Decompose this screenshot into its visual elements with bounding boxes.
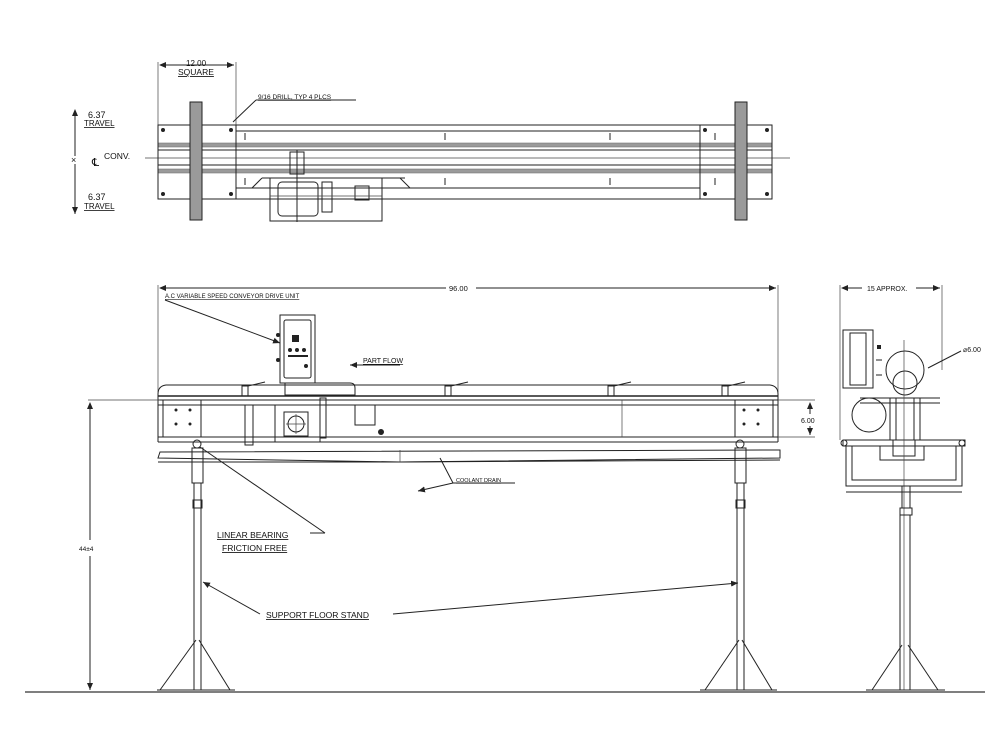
travel-bottom-label: TRAVEL — [84, 202, 115, 211]
drive-motor-top — [269, 150, 383, 222]
travel-top-label: TRAVEL — [84, 119, 115, 128]
support-stand-label: SUPPORT FLOOR STAND — [266, 610, 369, 620]
coolant-drain-label: COOLANT DRAIN — [456, 478, 501, 484]
linear-bearing-label-1: LINEAR BEARING — [217, 530, 288, 540]
pulley-diameter-dim: ⌀6.00 — [963, 347, 981, 354]
belt-height-dim: 6.00 — [801, 418, 815, 425]
end-width-dim: 15 APPROX. — [867, 286, 908, 293]
end-view — [839, 285, 966, 691]
drive-unit-label: A.C VARIABLE SPEED CONVEYOR DRIVE UNIT — [165, 294, 300, 300]
drill-note: 9/16 DRILL, TYP 4 PLCS — [258, 94, 332, 101]
dim-square-value: 12.00 — [186, 59, 207, 68]
drive-control-box — [276, 314, 316, 384]
dim-square-label: SQUARE — [178, 67, 214, 77]
overall-length-dim: 96.00 — [449, 284, 468, 293]
support-floor-stand-right — [700, 439, 777, 691]
part-flow-label: PART FLOW — [363, 358, 403, 365]
front-elevation — [87, 285, 815, 691]
centerline-label: CONV. — [104, 151, 130, 161]
top-view: × — [71, 62, 790, 222]
height-dim: 44±4 — [79, 546, 94, 553]
centerline-symbol: ℄ — [91, 157, 99, 169]
belt-guide-clamps — [241, 381, 746, 397]
linear-bearing-label-2: FRICTION FREE — [222, 543, 287, 553]
travel-top-value: 6.37 — [88, 110, 106, 120]
svg-text:×: × — [71, 155, 76, 165]
travel-bottom-value: 6.37 — [88, 192, 106, 202]
support-floor-stand-left — [157, 439, 235, 691]
